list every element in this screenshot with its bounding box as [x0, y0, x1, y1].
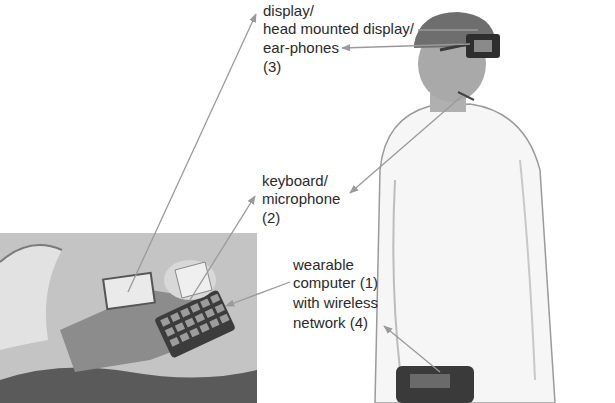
callout-label: microphone	[262, 190, 340, 208]
leader-line	[350, 96, 462, 193]
callout-label: (3)	[263, 58, 281, 76]
leader-line	[342, 44, 470, 48]
callout-label: wearable	[293, 256, 354, 274]
callout-label: display/	[263, 2, 314, 20]
leader-line	[128, 14, 256, 292]
leader-line	[190, 196, 255, 300]
callout-label: keyboard/	[262, 172, 328, 190]
inset-photo	[0, 233, 257, 403]
man-figure	[375, 12, 555, 403]
leader-line	[226, 282, 290, 306]
leader-line	[384, 326, 440, 372]
leader-line	[418, 29, 478, 30]
callout-label: with wireless	[293, 294, 378, 312]
callout-label: head mounted display/	[263, 20, 414, 38]
callout-label: network (4)	[293, 314, 368, 332]
leader-lines	[128, 14, 478, 372]
callout-label: ear-phones	[263, 39, 339, 57]
callout-label: computer (1)	[293, 274, 378, 292]
callout-label: (2)	[262, 209, 280, 227]
